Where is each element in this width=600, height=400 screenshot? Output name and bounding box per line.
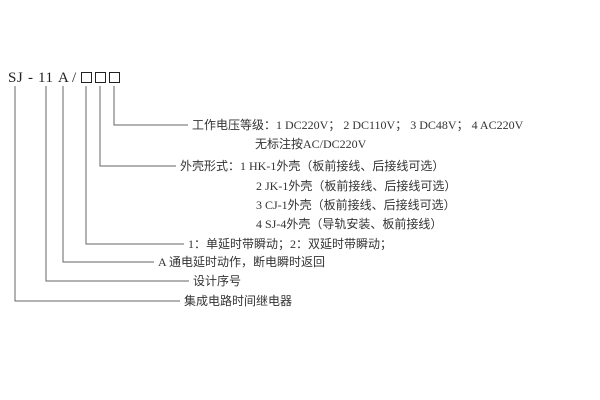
case-type-label-3: 3 CJ-1外壳（板前接线、后接线可选） [256, 198, 456, 212]
model-action-code: A [58, 70, 70, 86]
delay-type-label: 1：单延时带瞬动；2：双延时带瞬动； [188, 237, 393, 251]
line-to-product-name [14, 86, 180, 302]
model-slash: / [72, 70, 77, 86]
line-to-case [99, 86, 176, 167]
model-placeholder-box-3 [109, 72, 120, 83]
line-to-voltage [113, 86, 188, 126]
model-series: SJ [8, 70, 24, 86]
voltage-default-label: 无标注按AC/DC220V [255, 137, 367, 151]
line-to-design-serial [45, 86, 189, 282]
action-mode-label: A 通电延时动作，断电瞬时返回 [158, 255, 326, 269]
case-type-label-1: 外壳形式：1 HK-1外壳（板前接线、后接线可选） [180, 159, 445, 173]
model-dash: - [28, 70, 34, 86]
model-placeholder-box-2 [95, 72, 106, 83]
case-type-label-4: 4 SJ-4外壳（导轨安装、板前接线） [256, 217, 443, 231]
line-to-delay-type [85, 86, 184, 245]
design-serial-label: 设计序号 [193, 274, 242, 288]
product-name-label: 集成电路时间继电器 [184, 294, 293, 308]
model-design-number: 11 [38, 70, 54, 86]
line-to-action-mode [62, 86, 154, 263]
model-placeholder-box-1 [81, 72, 92, 83]
voltage-grade-label: 工作电压等级：1 DC220V； 2 DC110V； 3 DC48V； 4 AC… [192, 118, 524, 132]
case-type-label-2: 2 JK-1外壳（板前接线、后接线可选） [256, 179, 457, 193]
